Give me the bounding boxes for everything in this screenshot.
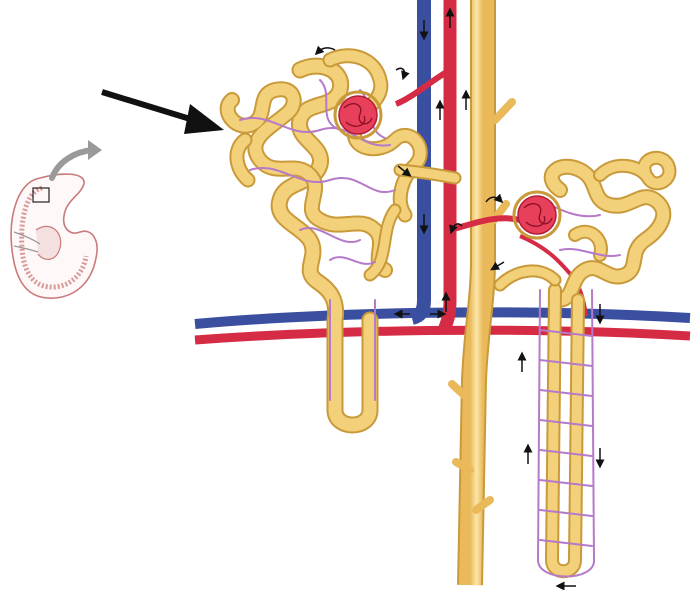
- flow-arrow: [449, 223, 463, 235]
- juxtamedullary-nephron: [493, 150, 677, 579]
- renal-pelvis: [35, 225, 62, 260]
- arcuate-artery: [194, 325, 691, 345]
- interlobular-vein: [409, 0, 431, 325]
- inset-pointer-arrowhead: [88, 140, 102, 160]
- glomerulus-2-capillaries: [523, 203, 553, 227]
- flow-arrow: [314, 45, 336, 56]
- arcuate-vein: [194, 307, 691, 329]
- kidney-inset: [10, 140, 102, 299]
- glomerulus-1: [338, 95, 378, 135]
- flow-arrow: [490, 261, 505, 271]
- afferent-arteriole-1: [394, 67, 452, 107]
- cortical-nephron: [219, 48, 462, 434]
- vasa-recta-loops: [536, 289, 596, 578]
- flow-arrow: [397, 165, 412, 177]
- ureter: [13, 231, 41, 253]
- pointer-arrow: [101, 89, 224, 134]
- flow-arrows: [314, 7, 605, 590]
- glomerulus-1-capillaries: [343, 103, 373, 127]
- flow-arrow: [395, 67, 410, 81]
- collecting-duct: [448, 0, 516, 586]
- flow-arrow: [485, 193, 504, 204]
- interlobular-artery: [437, 0, 457, 333]
- bowman-capsule-2: [512, 190, 562, 240]
- arcuate-vessels: [194, 307, 691, 345]
- kidney-cortex: [19, 185, 89, 290]
- inset-pointer-arrow: [49, 147, 95, 181]
- bowman-capsule-1: [333, 90, 383, 140]
- collecting-duct-branch: [448, 98, 516, 514]
- glomerulus-2: [517, 195, 557, 235]
- inset-selection-box: [32, 187, 50, 203]
